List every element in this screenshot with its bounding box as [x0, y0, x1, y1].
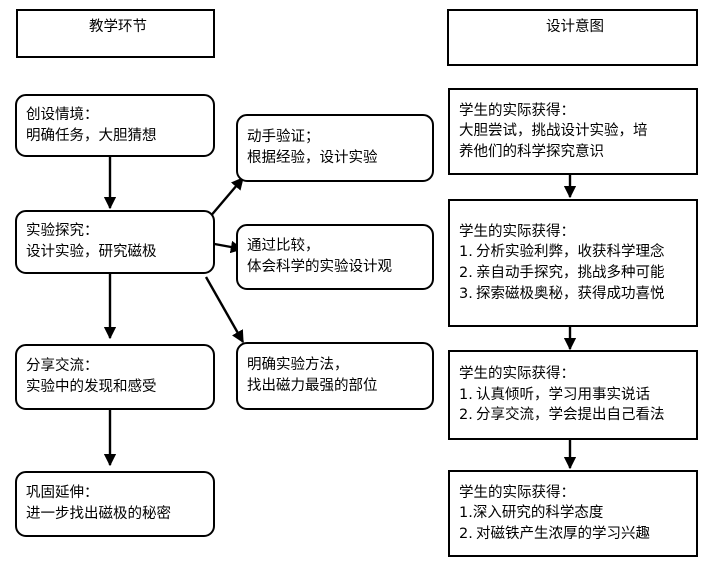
node-right-3-heading: 学生的实际获得： — [459, 366, 575, 383]
node-mid-1[interactable]: 动手验证； 根据经验，设计实验 — [236, 114, 434, 182]
arrow-left2-to-mid3 — [204, 276, 245, 344]
node-right-2-item-1: 1. 分析实验利弊，收获科学理念 — [450, 242, 669, 263]
node-right-1-heading: 学生的实际获得： — [459, 102, 575, 119]
node-right-4-heading: 学生的实际获得： — [459, 484, 575, 501]
node-right-2-item-2: 2. 亲自动手探究，挑战多种可能 — [450, 263, 669, 284]
node-mid-2-line2: 体会科学的实验设计观 — [247, 259, 392, 275]
node-right-3-item-2: 2. 分享交流，学会提出自己看法 — [450, 405, 669, 426]
arrow-left2-to-mid1 — [208, 177, 244, 219]
node-right-4[interactable]: 学生的实际获得： 1. 深入研究的科学态度 2. 对磁铁产生浓厚的学习兴趣 — [448, 470, 698, 557]
node-mid-3[interactable]: 明确实验方法， 找出磁力最强的部位 — [236, 342, 434, 410]
node-right-2[interactable]: 学生的实际获得： 1. 分析实验利弊，收获科学理念 2. 亲自动手探究，挑战多种… — [448, 199, 698, 327]
node-right-4-item-1-number: 1. — [459, 505, 473, 522]
node-left-1[interactable]: 创设情境： 明确任务，大胆猜想 — [15, 94, 215, 157]
node-right-4-item-1: 1. 深入研究的科学态度 — [450, 503, 607, 524]
node-right-2-item-2-text: 亲自动手探究，挑战多种可能 — [476, 265, 665, 281]
node-mid-2[interactable]: 通过比较， 体会科学的实验设计观 — [236, 224, 434, 290]
node-right-4-item-2-text: 对磁铁产生浓厚的学习兴趣 — [476, 525, 650, 542]
node-right-2-item-3-text: 探索磁极奥秘，获得成功喜悦 — [476, 285, 665, 302]
node-right-2-item-3-number: 3. — [459, 285, 473, 302]
node-left-4[interactable]: 巩固延伸： 进一步找出磁极的秘密 — [15, 471, 215, 537]
node-left-4-line2: 进一步找出磁极的秘密 — [26, 506, 171, 522]
node-mid-2-line1: 通过比较， — [247, 238, 320, 255]
column-header-left: 教学环节 — [16, 9, 215, 58]
node-right-2-item-3: 3. 探索磁极奥秘，获得成功喜悦 — [450, 284, 669, 305]
node-left-2-line2: 设计实验，研究磁极 — [26, 244, 157, 260]
column-header-right-label: 设计意图 — [546, 19, 604, 35]
node-left-2-line1: 实验探究： — [26, 223, 99, 240]
node-mid-3-line2: 找出磁力最强的部位 — [247, 378, 378, 394]
node-left-4-line1: 巩固延伸： — [26, 485, 99, 502]
node-right-3-item-2-text: 分享交流，学会提出自己看法 — [476, 407, 665, 424]
node-left-3-line2: 实验中的发现和感受 — [26, 379, 157, 395]
node-right-4-item-1-text: 深入研究的科学态度 — [472, 505, 604, 522]
node-left-3[interactable]: 分享交流： 实验中的发现和感受 — [15, 344, 215, 410]
node-right-2-heading: 学生的实际获得： — [459, 223, 575, 240]
node-mid-3-line1: 明确实验方法， — [247, 357, 349, 374]
node-right-1[interactable]: 学生的实际获得： 大胆尝试，挑战设计实验，培 养他们的科学探究意识 — [448, 88, 698, 175]
node-left-3-line1: 分享交流： — [26, 358, 99, 375]
node-right-3-item-1: 1. 认真倾听，学习用事实说话 — [450, 385, 654, 406]
node-right-2-item-1-text: 分析实验利弊，收获科学理念 — [476, 244, 665, 261]
node-right-1-line1: 大胆尝试，挑战设计实验，培 — [459, 123, 648, 140]
node-right-4-item-2: 2. 对磁铁产生浓厚的学习兴趣 — [450, 524, 654, 545]
node-right-2-item-2-number: 2. — [459, 265, 473, 281]
node-left-1-line2: 明确任务，大胆猜想 — [26, 127, 157, 144]
column-header-right: 设计意图 — [447, 9, 698, 66]
node-mid-1-line2: 根据经验，设计实验 — [247, 150, 378, 166]
node-right-2-item-1-number: 1. — [459, 244, 473, 261]
node-right-1-line2: 养他们的科学探究意识 — [459, 143, 604, 160]
node-right-4-item-2-number: 2. — [459, 525, 473, 542]
node-right-3-item-2-number: 2. — [459, 407, 473, 424]
node-mid-1-line1: 动手验证； — [247, 129, 320, 146]
node-right-3-item-1-number: 1. — [459, 386, 473, 403]
node-left-2[interactable]: 实验探究： 设计实验，研究磁极 — [15, 210, 215, 274]
node-right-3[interactable]: 学生的实际获得： 1. 认真倾听，学习用事实说话 2. 分享交流，学会提出自己看… — [448, 350, 698, 440]
column-header-left-label: 教学环节 — [89, 19, 147, 35]
node-left-1-line1: 创设情境： — [26, 106, 99, 123]
node-right-3-item-1-text: 认真倾听，学习用事实说话 — [476, 386, 650, 403]
